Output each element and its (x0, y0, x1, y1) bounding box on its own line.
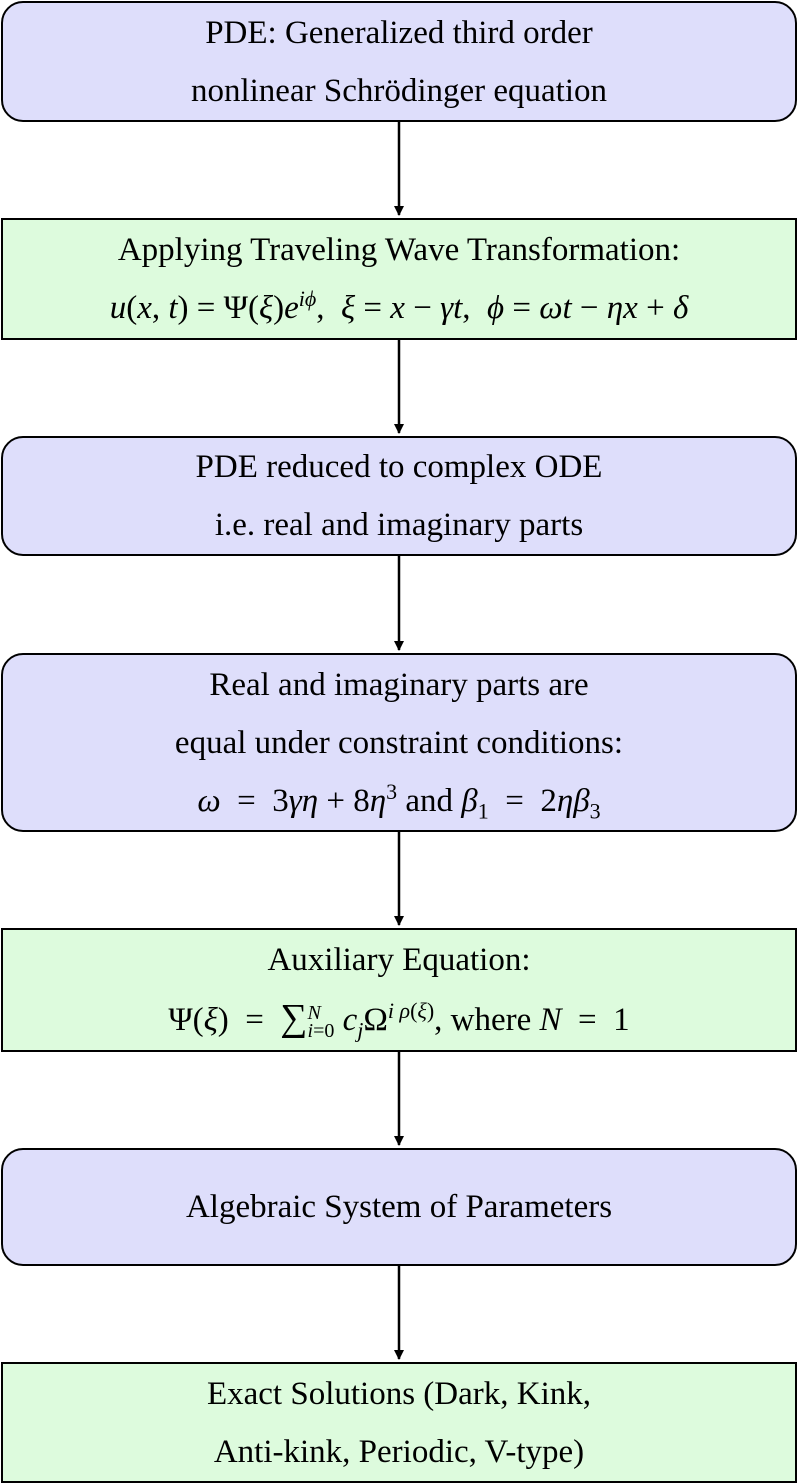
step-reduced-ode-line-1: PDE reduced to complex ODE (195, 449, 603, 485)
step-traveling-wave: Applying Traveling Wave Transformation: … (1, 218, 797, 340)
step-algebraic-system-label: Algebraic System of Parameters (185, 1189, 613, 1225)
constraint-formula: ω = 3γη + 8η3 and β1 = 2ηβ3 (197, 778, 601, 824)
step-exact-solutions-line-1: Exact Solutions (Dark, Kink, (206, 1375, 592, 1412)
step-pde-line-1: PDE: Generalized third order (205, 14, 593, 51)
step-exact-solutions: Exact Solutions (Dark, Kink, Anti-kink, … (1, 1362, 797, 1483)
step-auxiliary-title: Auxiliary Equation: (267, 942, 531, 978)
step-exact-solutions-line-2: Anti-kink, Periodic, V-type) (213, 1433, 585, 1470)
step-constraints-line-1: Real and imaginary parts are (209, 666, 589, 703)
auxiliary-where: where (450, 1002, 532, 1038)
step-pde: PDE: Generalized third order nonlinear S… (1, 1, 797, 122)
step-reduced-ode: PDE reduced to complex ODE i.e. real and… (1, 436, 797, 556)
step-constraints: Real and imaginary parts are equal under… (1, 653, 797, 832)
constraint-and: and (405, 782, 454, 819)
traveling-wave-formula: u(x, t) = Ψ(ξ)eiϕ, ξ = x − γt, ϕ = ωt − … (109, 286, 689, 327)
auxiliary-n-value: 1 (613, 1002, 630, 1038)
step-constraints-line-2: equal under constraint conditions: (174, 724, 624, 761)
step-pde-line-2: nonlinear Schrödinger equation (190, 72, 608, 109)
step-algebraic-system: Algebraic System of Parameters (1, 1148, 797, 1266)
step-traveling-wave-title: Applying Traveling Wave Transformation: (117, 232, 681, 268)
step-reduced-ode-line-2: i.e. real and imaginary parts (214, 507, 584, 543)
